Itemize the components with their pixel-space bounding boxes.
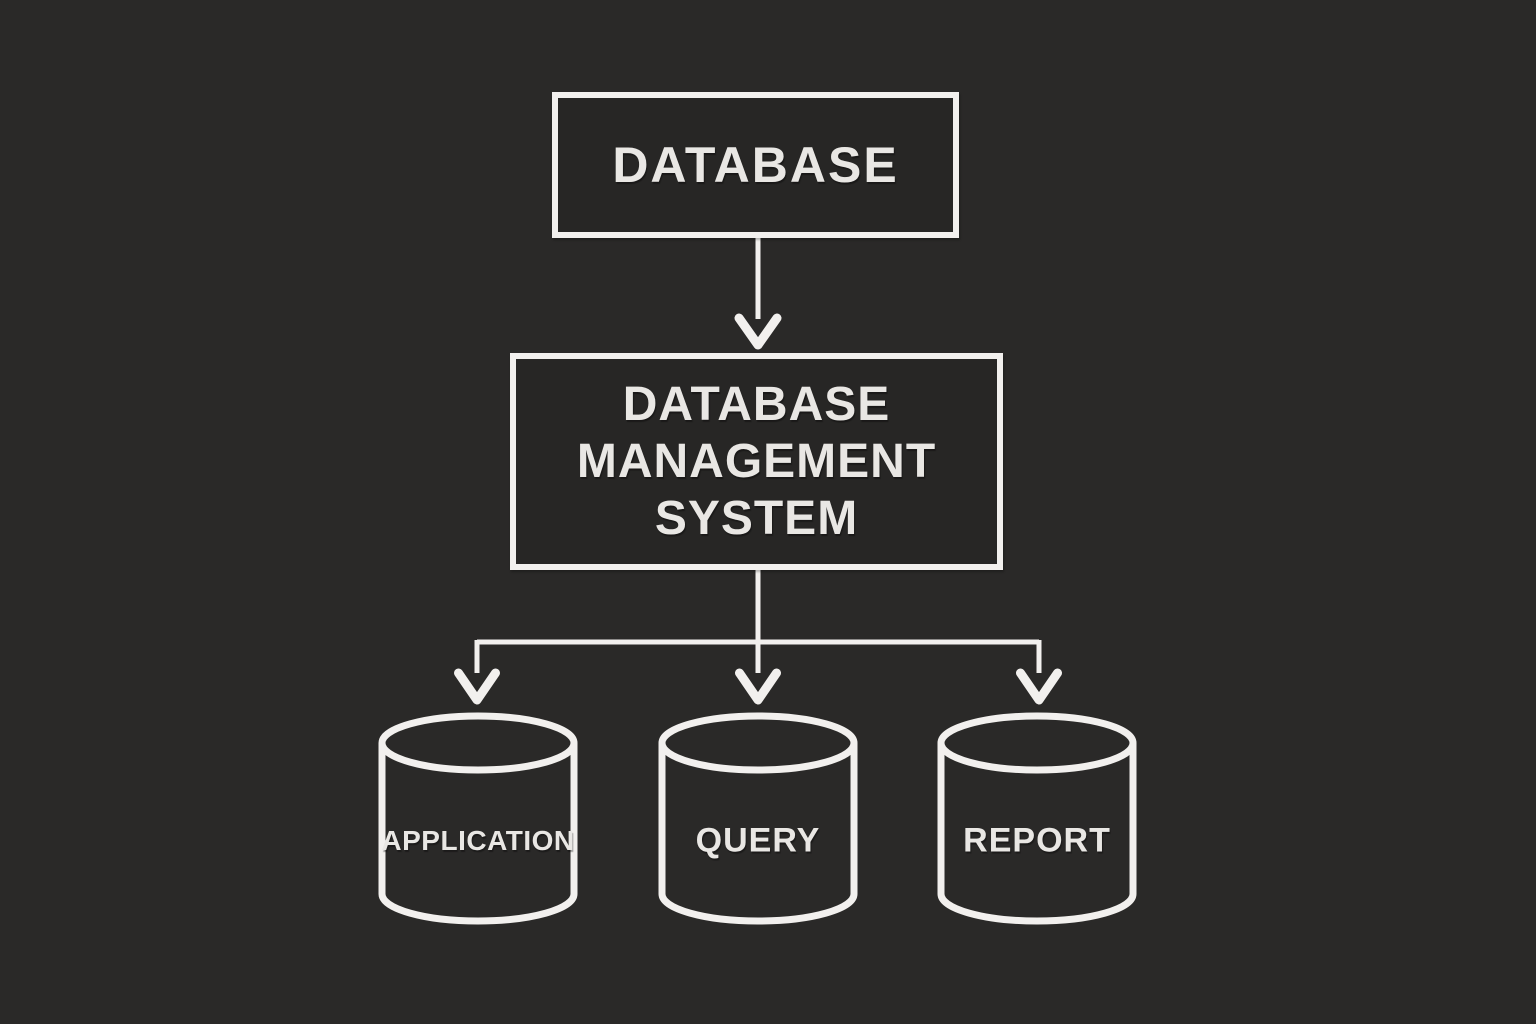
node-application: APPLICATION: [375, 710, 581, 928]
node-query: QUERY: [655, 710, 861, 928]
arrowhead-dbms-application: [454, 668, 500, 705]
node-query-label: QUERY: [695, 821, 821, 860]
node-report-label: REPORT: [963, 821, 1111, 860]
node-dbms: DATABASE MANAGEMENT SYSTEM: [510, 353, 1003, 570]
node-database-label: DATABASE: [612, 137, 899, 193]
node-dbms-line-3: SYSTEM: [654, 492, 859, 545]
node-dbms-label: DATABASE MANAGEMENT SYSTEM: [577, 376, 936, 547]
node-application-label: APPLICATION: [381, 825, 575, 856]
arrowhead-dbms-report: [1016, 668, 1062, 705]
cylinder-shape-report: [937, 712, 1137, 925]
cylinder-shape-application: [378, 712, 578, 925]
arrowhead-database-dbms: [734, 313, 782, 350]
node-database: DATABASE: [552, 92, 959, 238]
node-report: REPORT: [934, 710, 1140, 928]
node-dbms-line-1: DATABASE: [622, 378, 891, 431]
cylinder-shape-query: [658, 712, 858, 925]
node-dbms-line-2: MANAGEMENT: [576, 435, 937, 488]
arrowhead-dbms-query: [735, 668, 781, 705]
